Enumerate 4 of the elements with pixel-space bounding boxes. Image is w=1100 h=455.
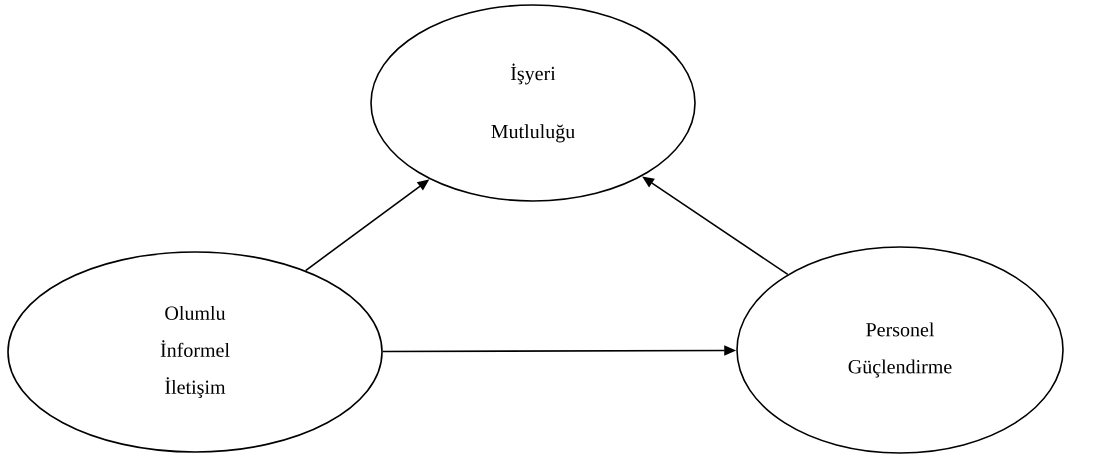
ellipse-node: İşyeri Mutluluğu	[370, 4, 696, 202]
ellipse-node: Personel Güçlendirme	[736, 246, 1064, 454]
arrow	[642, 176, 789, 276]
ellipse-node: Olumlu İnformel İletişim	[7, 251, 383, 453]
